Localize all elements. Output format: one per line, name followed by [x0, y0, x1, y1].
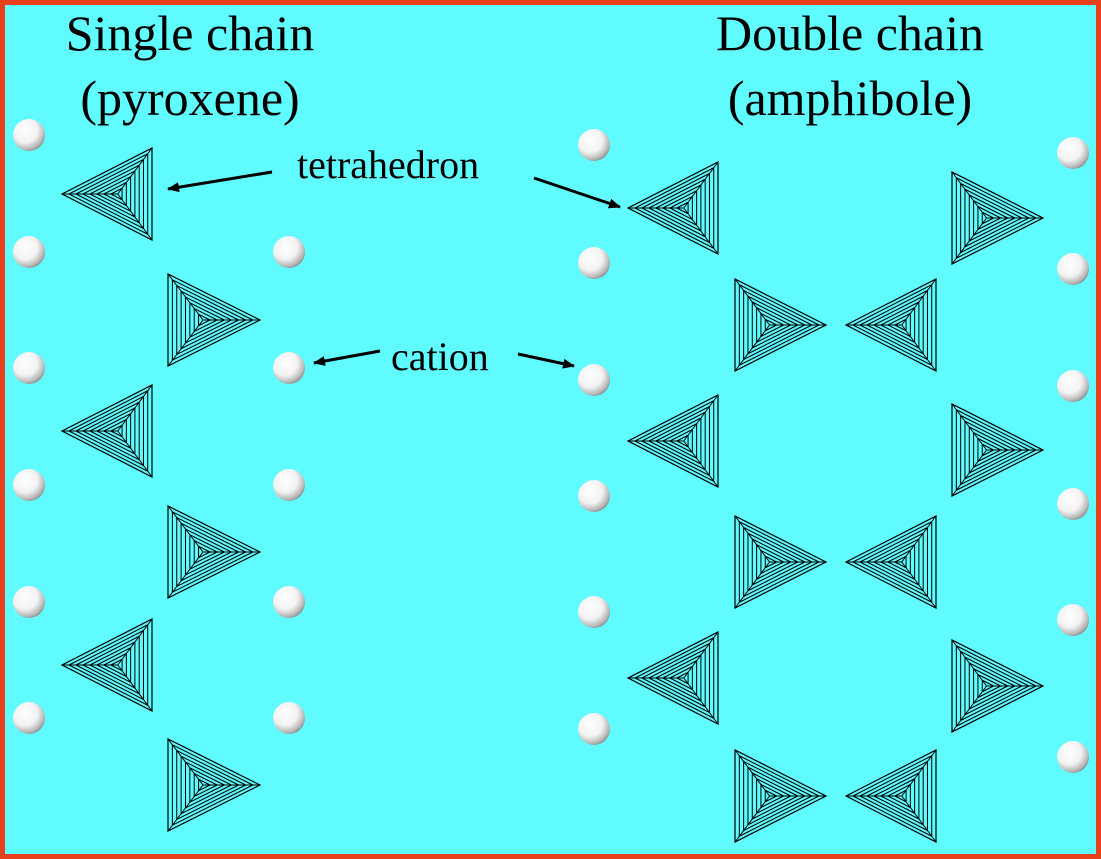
cation-sphere-icon [578, 247, 610, 279]
double-chain-title: Double chain [716, 5, 984, 61]
cation-sphere-icon [13, 352, 45, 384]
amphibole-outer-left-2 [626, 631, 719, 725]
cation-sphere-icon [273, 702, 305, 734]
cation-sphere-icon [578, 480, 610, 512]
tetrahedron-label: tetrahedron [297, 142, 479, 187]
amphibole-inner-right-0 [844, 278, 937, 372]
cation-sphere-icon [578, 129, 610, 161]
cation-sphere-icon [1057, 137, 1089, 169]
amphibole-outer-left-1 [626, 394, 719, 488]
cation-sphere-icon [1057, 370, 1089, 402]
tetrahedron-arrow-left [167, 170, 273, 193]
single-chain-subtitle: (pyroxene) [80, 70, 299, 126]
amphibole-inner-left-0 [734, 278, 828, 372]
cation-sphere-icon [578, 713, 610, 745]
cation-sphere-icon [13, 702, 45, 734]
amphibole-inner-left-1 [734, 515, 828, 609]
cation-sphere-icon [13, 586, 45, 618]
tetrahedra-layer [60, 147, 1045, 843]
cation-sphere-icon [1057, 604, 1089, 636]
cation-sphere-icon [13, 119, 45, 151]
pyroxene-tetrahedron-right-2 [167, 738, 262, 832]
amphibole-outer-left-0 [626, 161, 719, 255]
pyroxene-tetrahedron-right-0 [167, 273, 262, 367]
cations-layer [13, 119, 1089, 773]
amphibole-inner-right-1 [844, 515, 937, 609]
pyroxene-tetrahedron-left-1 [60, 384, 153, 478]
pyroxene-tetrahedron-left-0 [60, 147, 153, 241]
cation-sphere-icon [1057, 741, 1089, 773]
cation-sphere-icon [273, 236, 305, 268]
amphibole-outer-right-1 [951, 403, 1045, 497]
pyroxene-tetrahedron-left-2 [60, 618, 153, 712]
cation-sphere-icon [1057, 488, 1089, 520]
cation-sphere-icon [273, 469, 305, 501]
amphibole-outer-right-2 [951, 639, 1045, 733]
cation-sphere-icon [13, 469, 45, 501]
pyroxene-tetrahedron-right-1 [167, 505, 262, 599]
cation-label: cation [391, 334, 489, 379]
cation-sphere-icon [273, 352, 305, 384]
cation-sphere-icon [578, 364, 610, 396]
cation-sphere-icon [13, 236, 45, 268]
cation-arrow-left [313, 349, 381, 366]
cation-arrow-right [517, 352, 575, 369]
amphibole-inner-left-2 [734, 749, 828, 843]
cation-sphere-icon [273, 586, 305, 618]
double-chain-subtitle: (amphibole) [728, 70, 972, 126]
single-chain-title: Single chain [66, 5, 315, 61]
cation-sphere-icon [1057, 253, 1089, 285]
cation-sphere-icon [578, 596, 610, 628]
tetrahedron-arrow-right [533, 176, 621, 209]
amphibole-inner-right-2 [844, 749, 937, 843]
amphibole-outer-right-0 [951, 171, 1045, 265]
